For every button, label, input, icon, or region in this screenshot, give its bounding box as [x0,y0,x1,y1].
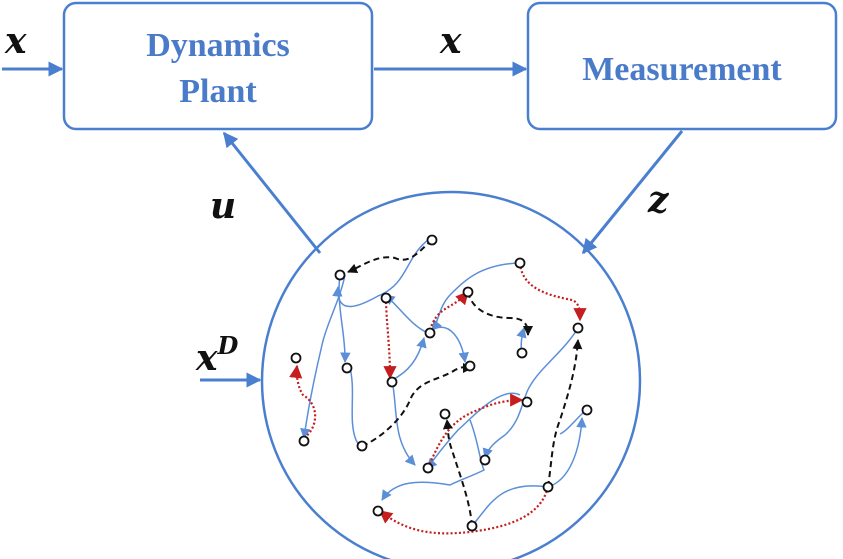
edge-blue [338,274,351,364]
graph-node [298,435,310,447]
state-x-label: x [439,20,462,62]
graph-node [380,292,392,304]
control-u-arrow [222,131,322,254]
graph-node [514,257,526,269]
measurement-label: Measurement [582,51,782,88]
edge-black [347,239,433,274]
graph-node [439,408,451,420]
graph-node [479,454,491,466]
measurement-z-label: z [647,179,670,221]
graph-node [372,505,384,517]
edge-black [442,419,473,527]
dynamics-plant-block: Dynamics Plant [62,1,374,131]
graph-node [356,440,368,452]
edge-black [361,362,473,447]
dynamics-plant-label-line1: Dynamics [146,27,290,64]
edge-blue [300,274,346,440]
measurement-z-arrow [581,130,684,255]
edge-red [518,262,587,322]
desired-xd-label: xD [195,331,238,379]
edge-blue [482,327,579,460]
graph-node [424,327,436,339]
graph-node [422,462,434,474]
edge-black [467,291,533,336]
graph-node [426,234,438,246]
edge-blue [391,336,427,381]
edge-blue [471,416,587,527]
edge-blue [431,262,519,331]
graph-node [334,269,346,281]
graph-node [516,347,528,359]
edge-black [547,339,583,488]
edge-blue [426,392,521,469]
edge-blue [431,326,469,364]
graph-node [462,286,474,298]
edge-red [289,364,317,439]
graph-nodes [290,234,593,532]
control-u-label: u [210,185,236,227]
blue-edges [300,239,587,527]
graph-node [542,481,554,493]
edge-blue [381,419,486,501]
measurement-box [526,1,838,131]
input-x-label: x [4,20,27,62]
graph-node [386,376,398,388]
graph-node [290,352,302,364]
dynamics-plant-box [62,1,374,131]
edge-blue [391,379,416,466]
graph-node [341,362,353,374]
graph-node [464,360,476,372]
red-edges [289,262,587,535]
graph-node [466,520,478,532]
graph-node [572,322,584,334]
edge-blue [384,294,429,334]
edge-red [383,297,397,380]
network-circle [260,190,642,559]
graph-node [521,396,533,408]
edge-red [426,393,524,469]
edge-blue [349,367,365,448]
graph-node [581,404,593,416]
dynamics-plant-label-line2: Plant [179,73,257,110]
measurement-block: Measurement [526,1,838,131]
edge-red [378,486,550,535]
